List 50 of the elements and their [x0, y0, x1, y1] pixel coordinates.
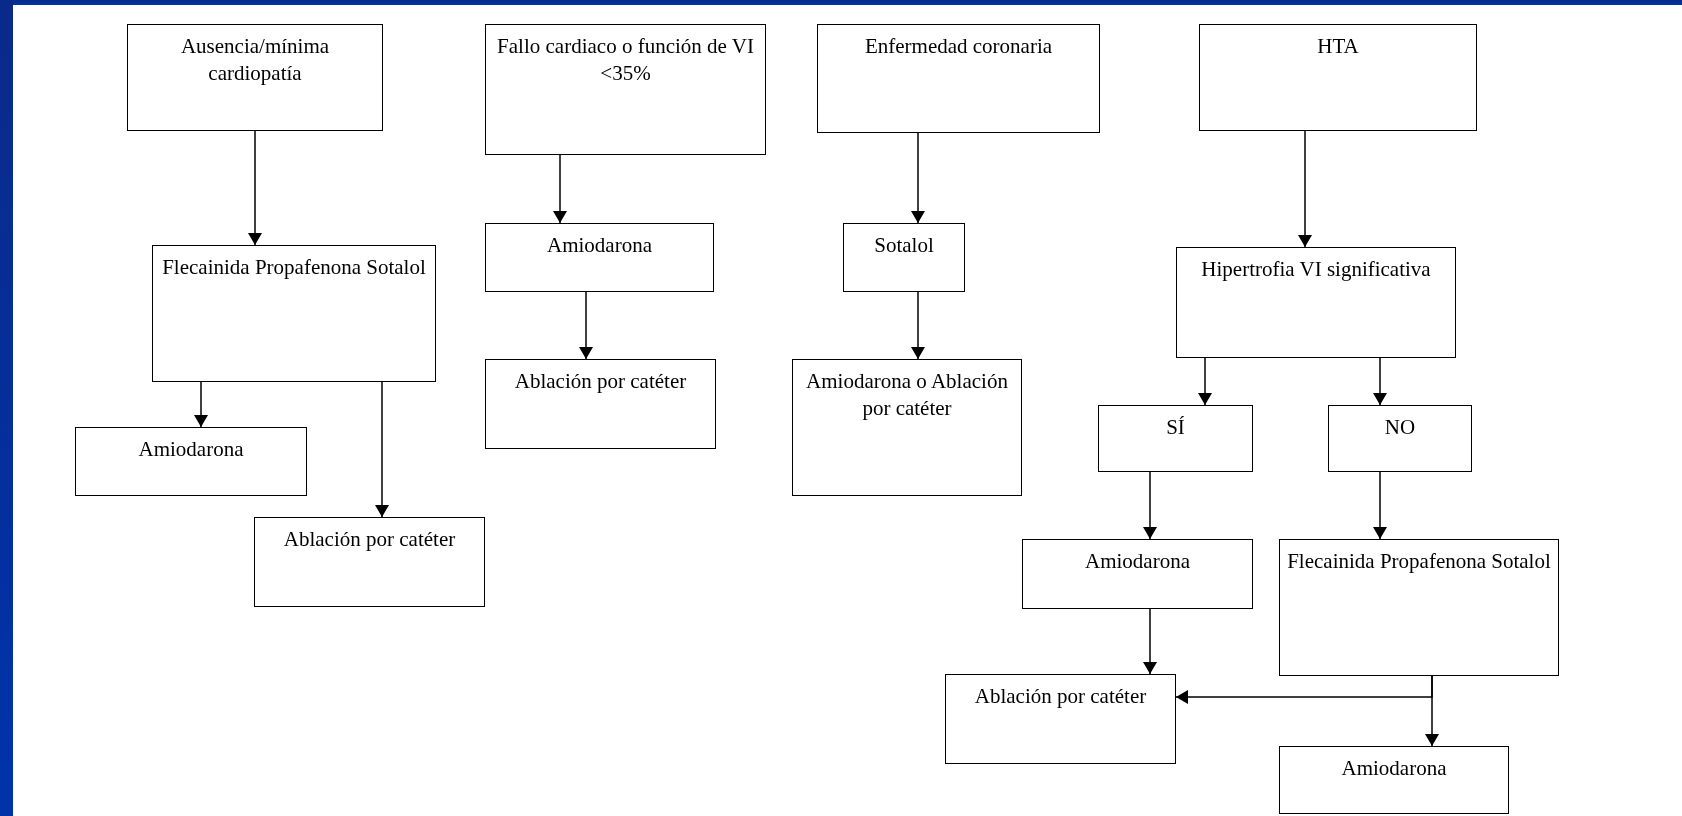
arrow: [911, 291, 925, 360]
box-text: Amiodarona: [547, 232, 652, 259]
process-box: [127, 24, 383, 131]
box-text: NO: [1384, 414, 1416, 441]
arrow: [579, 291, 593, 360]
box-text: Amiodarona: [138, 436, 244, 463]
box-text: Enfermedad coronaria: [864, 33, 1053, 60]
box-text: Ablación por catéter: [283, 526, 456, 553]
box-text: Flecainida Propafenona Sotalol: [1287, 548, 1551, 575]
box-text: Hipertrofia VI significativa: [1201, 256, 1431, 283]
box-text: Flecainida Propafenona Sotalol: [162, 254, 426, 281]
arrow: [1198, 357, 1212, 406]
arrow: [248, 130, 262, 246]
process-box: [75, 427, 307, 496]
box-text: Fallo cardiaco o función de VI <35%: [496, 33, 755, 88]
process-box: [817, 24, 1100, 133]
box-text: Amiodarona: [1085, 548, 1190, 575]
box-text: HTA: [1317, 33, 1359, 60]
arrow: [1298, 130, 1312, 248]
process-box: [792, 359, 1022, 496]
process-box: [485, 223, 714, 292]
process-box: [945, 674, 1176, 764]
process-box: [485, 359, 716, 449]
arrow: [1373, 471, 1387, 540]
arrow: [911, 132, 925, 224]
process-box: [1279, 539, 1559, 676]
process-box: [1199, 24, 1477, 131]
arrow: [1373, 357, 1387, 406]
arrow: [194, 381, 208, 428]
box-text: Sotalol: [874, 232, 934, 259]
process-box: [1328, 405, 1472, 472]
arrow: [1143, 471, 1157, 540]
box-text: Ablación por catéter: [974, 683, 1147, 710]
arrow: [375, 381, 389, 518]
arrow: [553, 154, 567, 224]
box-text: SÍ: [1166, 414, 1185, 441]
box-text: Ausencia/mínima cardiopatía: [179, 33, 331, 88]
process-box: [485, 24, 766, 155]
process-box: [254, 517, 485, 607]
box-text: Amiodarona o Ablación por catéter: [805, 368, 1009, 423]
process-box: [152, 245, 436, 382]
box-text: Ablación por catéter: [514, 368, 687, 395]
process-box: [1098, 405, 1253, 472]
arrow: [1425, 675, 1439, 747]
arrow: [1143, 608, 1157, 675]
process-box: [1279, 746, 1509, 814]
process-box: [843, 223, 965, 292]
box-text: Amiodarona: [1341, 755, 1447, 782]
process-box: [1176, 247, 1456, 358]
process-box: [1022, 539, 1253, 609]
